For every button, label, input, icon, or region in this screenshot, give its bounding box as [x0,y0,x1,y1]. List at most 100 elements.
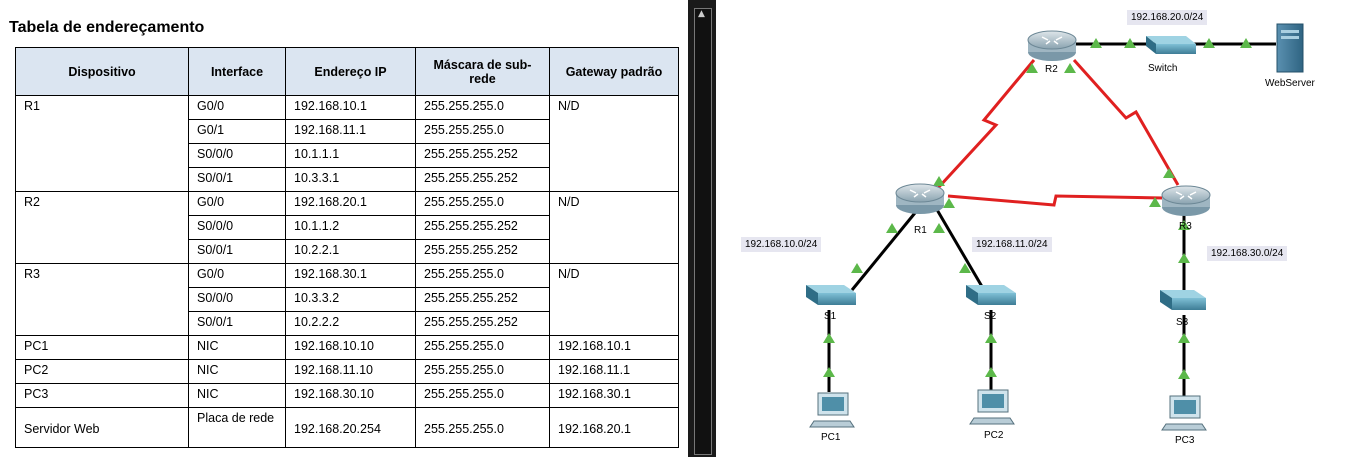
network-topology: R2 Switch WebServer R1 R3 S1 S2 S3 PC1 P… [716,0,1369,457]
cell-mask: 255.255.255.0 [415,335,550,360]
cell-device: R2 [15,191,189,264]
switch-top-icon[interactable] [1146,36,1196,54]
link-up-icon [1203,38,1215,48]
cell-device: PC2 [15,359,189,384]
cell-interface: S0/0/1 [188,167,286,192]
label-pc3: PC3 [1175,435,1195,446]
cell-interface: G0/0 [188,263,286,288]
network-label-20: 192.168.20.0/24 [1127,10,1208,25]
link-up-icon [823,367,835,377]
header-mask: Máscara de sub-rede [415,47,550,96]
cell-interface: S0/0/1 [188,239,286,264]
webserver-icon[interactable] [1276,23,1304,73]
cell-device: R1 [15,95,189,192]
cell-ip: 10.3.3.2 [285,287,416,312]
cell-interface: NIC [188,335,286,360]
cell-mask: 255.255.255.252 [415,167,550,192]
switch-s3-icon[interactable] [1160,290,1206,310]
label-s3: S3 [1176,317,1189,328]
link-status-indicators [823,38,1252,379]
header-interface: Interface [188,47,286,96]
cell-mask: 255.255.255.0 [415,95,550,120]
cell-gateway: 192.168.10.1 [549,335,679,360]
header-ip: Endereço IP [285,47,416,96]
cell-interface: S0/0/1 [188,311,286,336]
cell-interface: G0/0 [188,191,286,216]
link-up-icon [933,223,945,233]
cell-ip: 10.2.2.2 [285,311,416,336]
link-up-icon [1090,38,1102,48]
addressing-table: Dispositivo Interface Endereço IP Máscar… [15,47,679,448]
cell-interface: S0/0/0 [188,215,286,240]
pc1-icon[interactable] [809,392,855,428]
label-switch: Switch [1148,63,1178,74]
router-r1-icon[interactable] [895,183,945,214]
cell-ip: 192.168.20.1 [285,191,416,216]
scroll-up-icon[interactable]: ▲ [698,9,705,19]
cell-ip: 192.168.30.10 [285,383,416,408]
cell-gateway: N/D [549,191,679,264]
switch-s1-icon[interactable] [806,285,856,305]
cell-ip: 192.168.20.254 [285,407,416,448]
link-up-icon [959,263,971,273]
label-r3: R3 [1179,221,1192,232]
switch-s2-icon[interactable] [966,285,1016,305]
cell-interface: NIC [188,383,286,408]
cell-interface: S0/0/0 [188,143,286,168]
cell-ip: 192.168.30.1 [285,263,416,288]
cell-mask: 255.255.255.252 [415,143,550,168]
serial-link-r1-r3 [947,194,1165,207]
link-up-icon [1178,253,1190,263]
cell-mask: 255.255.255.252 [415,215,550,240]
cell-mask: 255.255.255.0 [415,119,550,144]
cell-gateway: N/D [549,95,679,192]
cell-device: PC1 [15,335,189,360]
link-up-icon [1163,168,1175,178]
header-gateway: Gateway padrão [549,47,679,96]
cell-gateway: 192.168.20.1 [549,407,679,448]
cell-ip: 192.168.11.10 [285,359,416,384]
link-up-icon [823,333,835,343]
serial-links [936,58,1180,207]
label-webserver: WebServer [1265,78,1315,89]
serial-link-r2-r1 [936,59,1036,190]
cell-ip: 10.3.3.1 [285,167,416,192]
cell-mask: 255.255.255.0 [415,407,550,448]
link-up-icon [1240,38,1252,48]
pc3-icon[interactable] [1161,395,1207,431]
router-r3-icon[interactable] [1161,185,1211,216]
cell-gateway: 192.168.30.1 [549,383,679,408]
topology-diagram [806,23,1304,431]
addressing-table-panel: Tabela de endereçamento Dispositivo Inte… [9,19,679,448]
table-header-row: Dispositivo Interface Endereço IP Máscar… [15,47,679,96]
cell-mask: 255.255.255.0 [415,263,550,288]
ethernet-links [827,42,1276,396]
cell-ip: 10.2.2.1 [285,239,416,264]
divider-scrollbar[interactable] [694,8,712,455]
link-up-icon [1026,63,1038,73]
serial-link-r2-r3 [1072,58,1180,186]
link-r1-s1 [850,207,921,291]
cell-ip: 192.168.10.1 [285,95,416,120]
link-up-icon [851,263,863,273]
cell-mask: 255.255.255.252 [415,287,550,312]
link-up-icon [1178,369,1190,379]
link-up-icon [1178,333,1190,343]
router-r2-icon[interactable] [1027,30,1077,61]
cell-gateway: 192.168.11.1 [549,359,679,384]
label-s1: S1 [824,311,837,322]
link-up-icon [1149,197,1161,207]
cell-ip: 192.168.11.1 [285,119,416,144]
cell-mask: 255.255.255.0 [415,191,550,216]
link-up-icon [933,176,945,186]
cell-mask: 255.255.255.252 [415,239,550,264]
cell-device: Servidor Web [15,407,189,448]
pc2-icon[interactable] [969,389,1015,425]
